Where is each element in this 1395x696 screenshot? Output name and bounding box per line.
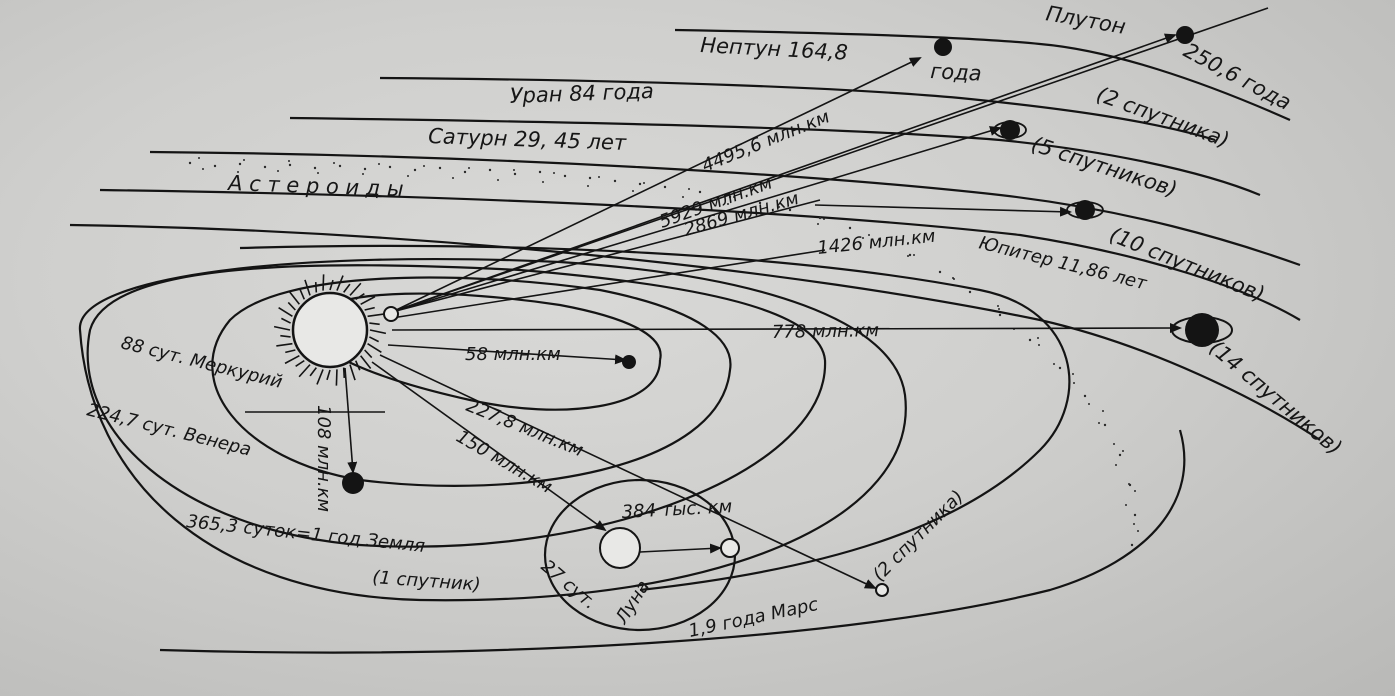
sun-ray [355,293,365,301]
label-neptune-years: года [930,59,982,86]
label-mars-moons: (2 спутника) [869,486,968,585]
label-jupiter-moons: (14 спутников) [1205,335,1347,459]
sun-ray [280,334,291,338]
sun-ray [284,355,300,365]
orbit-saturn [69,223,1321,441]
label-uranus-moons: (5 спутников) [1028,132,1180,202]
sun-ray [343,283,351,293]
sun-ray [287,301,296,311]
planet-small-near-sun [383,306,399,322]
sun-ray [369,336,379,343]
sun-ray [273,325,291,331]
sun-ray [316,369,324,385]
sun-ray [369,329,387,335]
distance-venus: 108 млн.км [313,405,334,512]
orbit-saturn-outer [159,429,1186,654]
distance-moon: 384 тыс. км [621,496,733,523]
ray-venus [344,367,358,474]
orbit-uranus [99,188,1301,321]
sun-ray [336,275,344,291]
planet-pluto [1176,26,1194,44]
ray-mars [379,354,877,589]
planet-mars [875,583,889,597]
ray-neptune [391,57,922,313]
ray-moon [639,543,722,554]
sun-ray [326,369,331,381]
sun-ray [329,279,334,291]
planet-neptune [934,38,952,56]
sun-ray [335,369,338,386]
label-pluto: Плутон [1044,1,1127,39]
sun-ray [364,349,373,359]
sun-ray [354,360,361,371]
label-asteroids: А с т е р о и д ы [226,171,404,201]
planet-mercury [622,355,636,369]
ray-earth [371,361,607,532]
label-saturn: Сатурн 29, 45 лет [428,124,627,155]
sun-ray [285,349,296,354]
ray-saturn [814,204,1072,217]
sun-ray [360,295,376,305]
label-venus: 224,7 сут. Венера [85,399,254,460]
sun-ray [360,355,372,369]
sun-ray [276,342,293,347]
ray-uranus [391,126,1002,313]
ray-mercury [387,344,627,365]
sun-ray [309,367,317,377]
label-saturn-moons: (10 спутников) [1106,222,1268,306]
planet-saturn [1066,200,1104,220]
label-moon: Луна [611,577,654,629]
sun-ray [349,364,356,381]
ray-pluto-ext [391,7,1269,313]
planet-earth [599,527,641,569]
label-earth-moons: (1 спутник) [372,567,482,596]
orbit-pluto [674,28,1291,122]
ray-jupiter [391,323,1182,334]
label-mercury: 88 сут. Меркурий [119,332,285,392]
sun-ray [298,364,311,378]
sun-ray [367,313,384,318]
ray-saturn-b [391,249,826,319]
distance-mercury: 58 млн.км [465,344,561,365]
sun-ray [281,317,291,324]
distance-jupiter: 778 млн.км [772,320,879,343]
sun-ray [369,322,380,326]
sun [273,274,387,386]
sun-ray [288,291,300,305]
orbit-pluto-inner [379,76,1216,142]
orbit-neptune [289,116,1261,197]
distance-saturn: 1426 млн.км [816,226,936,259]
label-neptune: Нептун 164,8 [700,33,849,65]
label-pluto-period: 250,6 года [1180,38,1296,115]
asteroid-belt [188,157,1139,547]
orbit-jupiter [239,244,1071,592]
sun-ray [342,367,346,378]
sun-ray [367,343,382,353]
ray-pluto [391,33,1177,313]
planet-venus [342,472,364,494]
ray-saturn-a [391,199,821,313]
sun-ray [299,289,306,300]
sun-ray [304,279,311,296]
sun-ray [364,306,375,311]
sun-ray [278,307,293,317]
sun-ray [295,359,305,367]
sun-ray [314,282,318,293]
orbit-neptune-inner [149,150,1301,267]
label-uranus: Уран 84 года [509,79,654,108]
planet-uranus [993,120,1027,140]
planet-moon [720,538,740,558]
sun-ray [349,282,362,296]
sun-ray [322,274,325,291]
orbit-mars [78,257,907,602]
orbit-venus [211,276,732,487]
planet-jupiter [1171,313,1233,347]
